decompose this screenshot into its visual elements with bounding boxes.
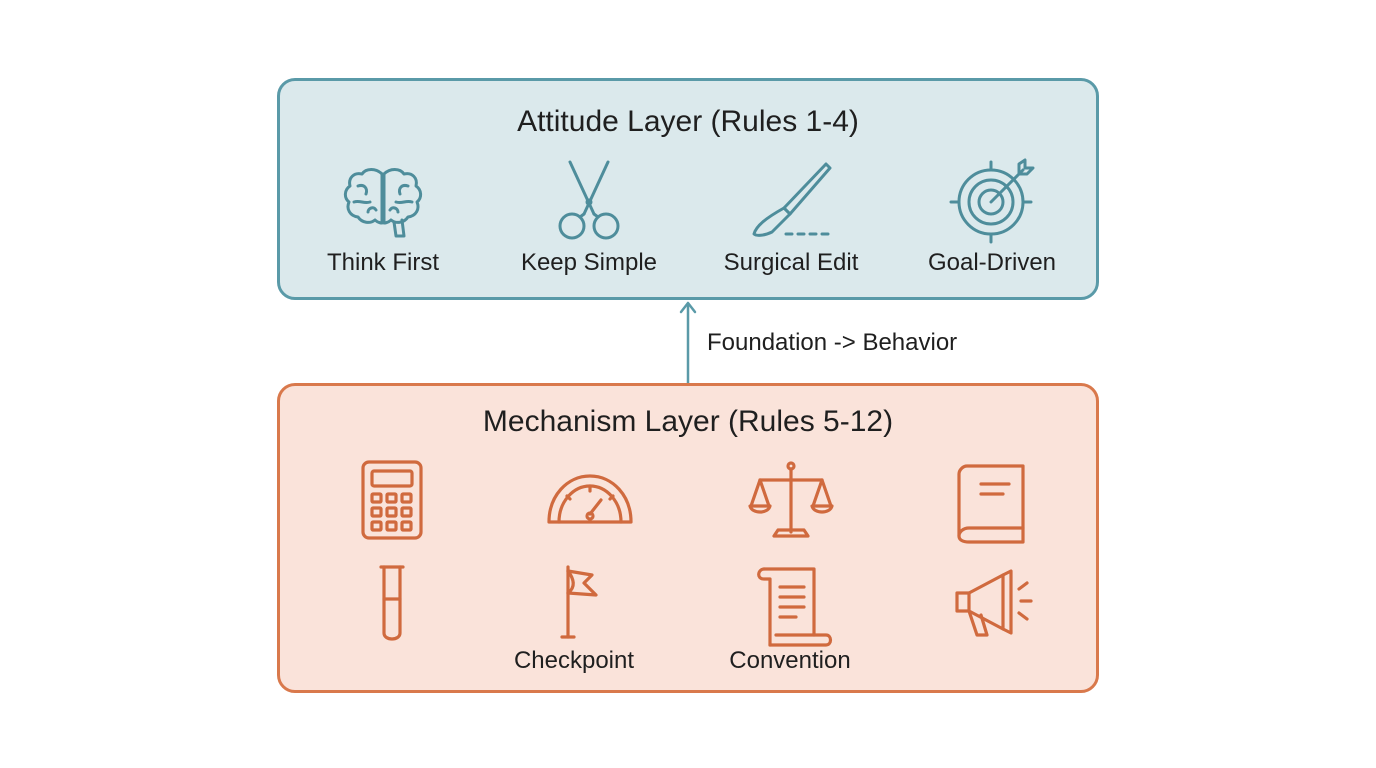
item-label-goal-driven: Goal-Driven [927,249,1057,276]
attitude-layer-box: Attitude Layer (Rules 1-4) Think First [277,78,1099,300]
calculator-icon [347,456,437,546]
scroll-icon [746,561,836,651]
item-label-think-first: Think First [326,249,439,276]
attitude-layer-title: Attitude Layer (Rules 1-4) [517,105,859,138]
item-label-surgical-edit: Surgical Edit [723,249,859,276]
gauge-icon [545,456,635,546]
test-tube-icon [347,561,437,651]
book-icon [947,456,1037,546]
mechanism-layer-box: Mechanism Layer (Rules 5-12) [277,383,1099,693]
connector-label: Foundation -> Behavior [707,329,958,356]
item-label-convention: Convention [729,647,851,674]
flag-icon [528,561,618,651]
target-icon [947,156,1037,246]
item-label-keep-simple: Keep Simple [520,249,658,276]
scissors-icon [544,156,634,246]
balance-scale-icon [746,456,836,546]
megaphone-icon [947,561,1037,651]
upward-arrow [679,301,697,383]
scalpel-icon [746,156,836,246]
item-label-checkpoint: Checkpoint [513,647,635,674]
mechanism-layer-title: Mechanism Layer (Rules 5-12) [482,405,894,438]
brain-icon [338,156,428,246]
